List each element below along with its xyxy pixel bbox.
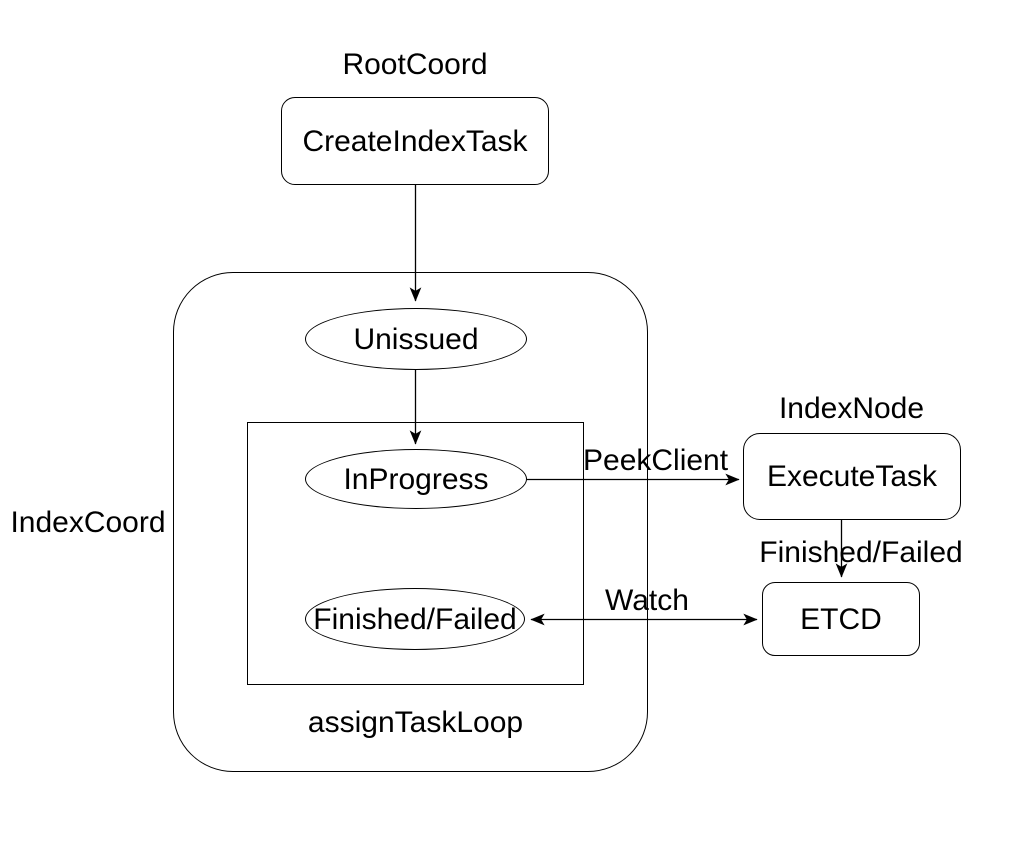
node-in-progress: InProgress — [305, 449, 527, 509]
rootcoord-label: RootCoord — [342, 48, 488, 81]
node-in-progress-label: InProgress — [343, 462, 489, 496]
edge-label-watch: Watch — [605, 584, 689, 617]
node-etcd: ETCD — [762, 582, 920, 656]
indexcoord-label: IndexCoord — [10, 506, 166, 539]
assigntaskloop-container — [247, 422, 584, 685]
node-create-index-task-label: CreateIndexTask — [302, 124, 528, 158]
edge-label-peekclient: PeekClient — [583, 444, 729, 477]
indexnode-label: IndexNode — [778, 392, 925, 425]
node-finished-failed: Finished/Failed — [305, 588, 525, 650]
node-etcd-label: ETCD — [800, 602, 882, 636]
node-execute-task-label: ExecuteTask — [766, 460, 938, 493]
indexcoord-container — [173, 272, 648, 772]
node-finished-failed-label: Finished/Failed — [313, 602, 517, 636]
node-unissued-label: Unissued — [353, 322, 479, 356]
edge-label-finished-failed: Finished/Failed — [759, 536, 963, 569]
node-create-index-task: CreateIndexTask — [281, 97, 549, 185]
node-execute-task: ExecuteTask — [743, 433, 961, 520]
assigntaskloop-label: assignTaskLoop — [307, 706, 524, 739]
node-unissued: Unissued — [305, 308, 527, 370]
